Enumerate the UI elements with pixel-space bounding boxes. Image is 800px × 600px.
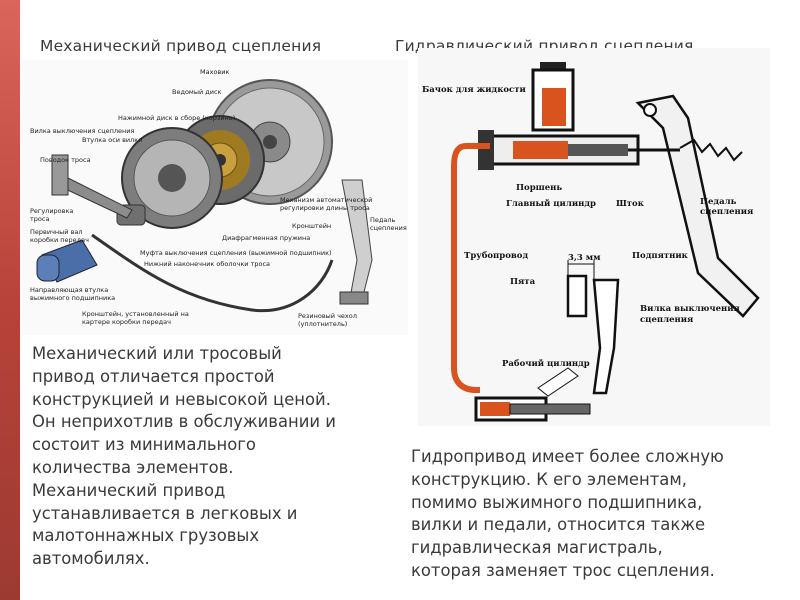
label-cable-adjust-2: троса — [30, 215, 49, 223]
clutch-pedal-illustration — [339, 179, 373, 305]
label-guide-1: Направляющая втулка — [30, 286, 108, 294]
label-gearbox-bracket-2: картере коробки передач — [82, 318, 171, 326]
clutch-cable — [91, 233, 334, 313]
label-pedal-2: сцепления — [370, 224, 407, 232]
fluid-reservoir-illustration — [531, 62, 575, 132]
label-driven-disc: Ведомый диск — [172, 88, 222, 96]
hydraulic-pedal-illustration — [628, 94, 760, 318]
hydraulic-clutch-diagram: Бачок для жидкости Поршень Главный цилин… — [418, 48, 770, 426]
mechanical-drive-title: Механический привод сцепления — [40, 37, 322, 55]
label-cable-adjust-1: Регулировка — [30, 207, 73, 215]
mechanical-description: Механический или тросовый привод отличае… — [32, 344, 336, 569]
label-auto-adjust-1: Механизм автоматической — [280, 196, 372, 204]
label-release-fork: Вилка выключения сцепления — [30, 127, 134, 135]
label-heel: Пята — [510, 277, 536, 287]
label-hydraulic-fork-1: Вилка выключения — [640, 304, 740, 314]
label-hydraulic-pedal-1: Педаль — [700, 197, 737, 207]
label-input-shaft-1: Первичный вал — [30, 228, 83, 236]
label-master-cylinder: Главный цилиндр — [506, 198, 596, 209]
label-gap: 3,3 мм — [568, 253, 601, 263]
label-gearbox-bracket-1: Кронштейн, установленный на — [82, 310, 189, 318]
release-fork-hydraulic-illustration — [566, 260, 620, 395]
mechanical-clutch-diagram: Маховик Ведомый диск Нажимной диск в сбо… — [22, 60, 408, 335]
hydraulic-description: Гидропривод имеет более сложную конструк… — [411, 447, 724, 580]
label-fork-bushing: Втулка оси вилки — [82, 136, 142, 144]
label-input-shaft-2: коробки передач — [30, 236, 89, 244]
label-auto-adjust-2: регулировки длины троса — [280, 204, 370, 212]
label-piston: Поршень — [516, 183, 562, 193]
label-reservoir: Бачок для жидкости — [422, 85, 526, 95]
label-hydraulic-pedal-2: сцепления — [700, 207, 753, 217]
hydraulic-pipeline — [451, 143, 490, 393]
label-boot-2: (уплотнитель) — [298, 320, 347, 328]
label-fork-lever: Поводок троса — [40, 156, 91, 164]
label-guide-2: выжимного подшипника — [30, 294, 115, 302]
label-flywheel: Маховик — [200, 68, 229, 76]
label-rod: Шток — [616, 199, 645, 209]
release-fork-illustration — [36, 154, 146, 283]
label-release-sleeve: Муфта выключения сцепления (выжимной под… — [140, 249, 332, 257]
pressure-plate-illustration — [121, 127, 223, 229]
accent-bar — [0, 0, 20, 600]
label-thrust: Подпятник — [632, 251, 689, 261]
label-lower-tip: Нижний наконечник оболочки троса — [144, 260, 270, 268]
label-slave-cylinder: Рабочий цилиндр — [502, 358, 590, 369]
slave-cylinder-illustration — [474, 367, 591, 422]
label-pedal-1: Педаль — [370, 216, 396, 224]
label-diaphragm: Диафрагменная пружина — [222, 234, 310, 242]
label-bracket: Кронштейн — [292, 222, 331, 230]
label-hydraulic-fork-2: сцепления — [640, 315, 693, 325]
label-pipeline: Трубопровод — [464, 250, 528, 261]
label-boot-1: Резиновый чехол — [298, 312, 357, 320]
label-pressure-plate: Нажимной диск в сборе (корзина) — [118, 114, 235, 122]
master-cylinder-illustration — [478, 130, 640, 170]
